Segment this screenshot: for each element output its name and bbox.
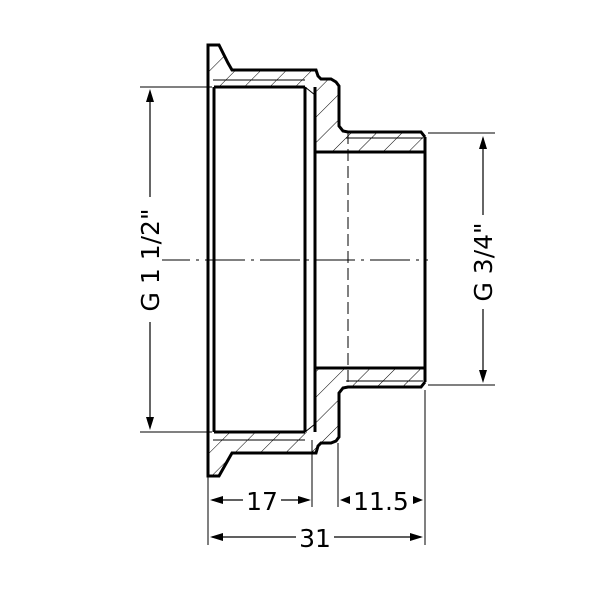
length-11-5-label: 11.5 <box>353 487 409 516</box>
small-thread-label: G 3/4" <box>469 222 498 301</box>
large-thread-label: G 1 1/2" <box>136 209 165 312</box>
length-17-label: 17 <box>246 487 278 516</box>
dimension-large-thread: G 1 1/2" <box>136 86 212 433</box>
dimension-small-thread: G 3/4" <box>428 132 498 386</box>
length-31-label: 31 <box>299 524 331 553</box>
dimension-lengths: 17 11.5 31 <box>207 390 426 553</box>
